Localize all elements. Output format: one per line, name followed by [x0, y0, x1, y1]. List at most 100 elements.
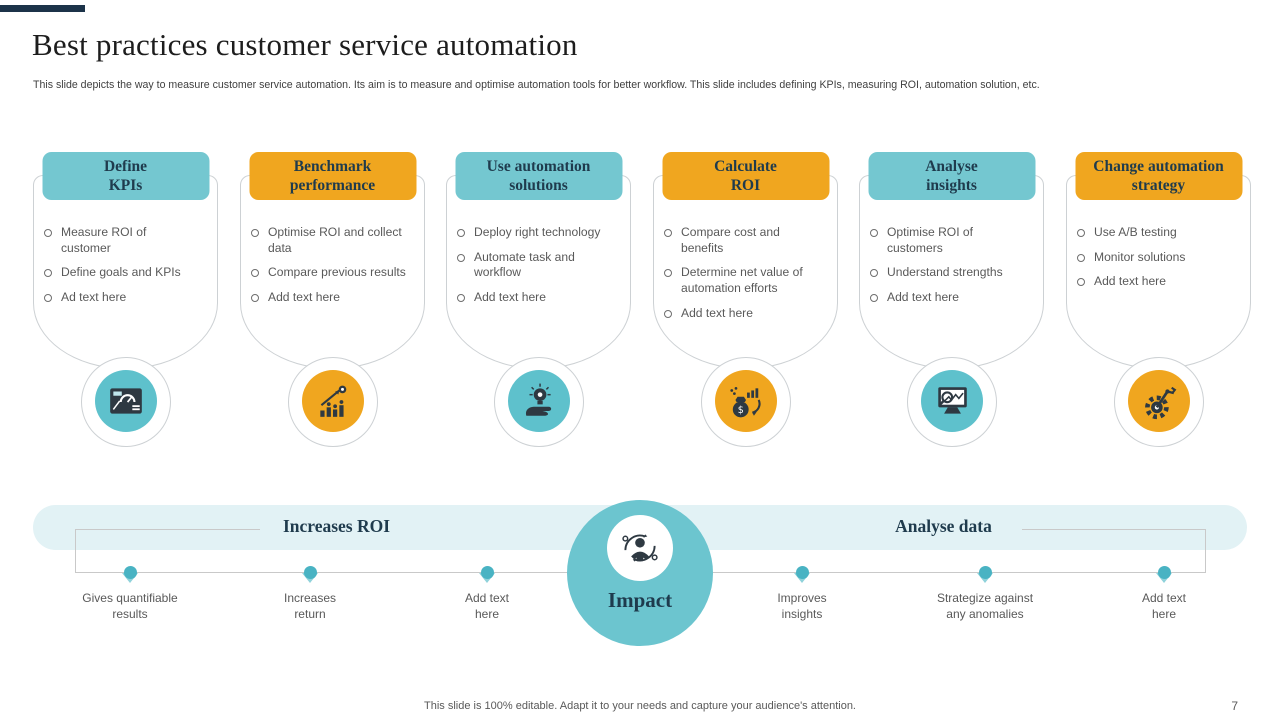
card-title: Analyse insights [868, 152, 1035, 200]
bracket-line-vertical-left [75, 529, 76, 573]
impact-circle: Impact [567, 500, 713, 646]
bullet-text: Define goals and KPIs [61, 265, 181, 280]
bullet-circle-icon [457, 229, 465, 237]
marker-label: Increases return [283, 591, 337, 621]
svg-text:$: $ [737, 405, 743, 416]
bullet-text: Add text here [474, 290, 546, 305]
bullet-item: Determine net value of automation effort… [664, 265, 819, 296]
idea-hand-icon [507, 370, 570, 432]
bullet-circle-icon [44, 229, 52, 237]
bullet-circle-icon [44, 294, 52, 303]
pin-dot-icon [1157, 566, 1171, 579]
bullet-item: Define goals and KPIs [44, 265, 199, 281]
bullet-circle-icon [1077, 253, 1085, 262]
bullet-item: Optimise ROI of customers [870, 225, 1025, 256]
bullet-item: Compare previous results [251, 265, 406, 281]
card-title: Calculate ROI [662, 152, 829, 200]
pin-dot-icon [480, 566, 494, 579]
bullet-item: Add text here [457, 290, 612, 306]
bullet-item: Deploy right technology [457, 225, 612, 241]
marker-label: Strategize against any anomalies [936, 591, 1034, 621]
bullet-text: Determine net value of automation effort… [681, 265, 803, 296]
bracket-line-top-right [1022, 529, 1205, 530]
bullet-circle-icon [664, 229, 672, 237]
bullet-text: Deploy right technology [474, 225, 601, 239]
bullet-item: Understand strengths [870, 265, 1025, 281]
bullet-item: Add text here [251, 290, 406, 306]
bullet-circle-icon [1077, 278, 1085, 287]
band-label-increases-roi: Increases ROI [282, 516, 391, 536]
dashboard-gauge-icon [94, 370, 157, 432]
bullet-circle-icon [870, 269, 878, 278]
bullet-item: Measure ROI of customer [44, 225, 199, 256]
bullet-circle-icon [457, 253, 465, 262]
pin-dot-icon [795, 566, 809, 579]
band-label-analyse-data: Analyse data [895, 516, 992, 536]
pin-dot-icon [303, 566, 317, 579]
monitor-analytics-icon [920, 370, 983, 432]
bullet-item: Automate task and workflow [457, 250, 612, 281]
practice-card: Analyse insights Optimise ROI of custome… [859, 152, 1044, 447]
card-title: Benchmark performance [249, 152, 416, 200]
bullet-circle-icon [1077, 229, 1085, 237]
marker-label: Improves insights [777, 591, 827, 621]
pin-dot-icon [978, 566, 992, 579]
growth-chart-icon [301, 370, 364, 432]
impact-label: Impact [607, 588, 673, 612]
bullet-circle-icon [251, 229, 259, 237]
bullet-text: Compare previous results [268, 265, 406, 280]
practice-card: Change automation strategy Use A/B testi… [1066, 152, 1251, 447]
bullet-circle-icon [870, 294, 878, 303]
bullet-circle-icon [251, 269, 259, 278]
practice-card: Use automation solutions Deploy right te… [446, 152, 631, 447]
bullet-text: Ad text here [61, 290, 127, 305]
bullet-circle-icon [870, 229, 878, 237]
bullet-text: Understand strengths [887, 265, 1003, 280]
customer-orbit-icon [607, 515, 673, 581]
bracket-line-vertical-right [1205, 529, 1206, 573]
bullet-text: Add text here [268, 290, 340, 305]
bullet-text: Automate task and workflow [474, 249, 575, 280]
bullet-text: Add text here [681, 305, 753, 320]
bullet-item: Use A/B testing [1077, 225, 1232, 241]
practice-card: Benchmark performance Optimise ROI and c… [240, 152, 425, 447]
bullet-circle-icon [664, 269, 672, 278]
bullet-text: Optimise ROI and collect data [268, 225, 402, 255]
page-subtitle: This slide depicts the way to measure cu… [33, 79, 1040, 91]
marker-label: Add text here [464, 591, 510, 621]
page-title: Best practices customer service automati… [32, 27, 578, 62]
bullet-circle-icon [457, 294, 465, 303]
bullet-circle-icon [44, 269, 52, 278]
bullet-text: Optimise ROI of customers [887, 225, 974, 255]
bullet-text: Monitor solutions [1094, 249, 1186, 264]
bullet-text: Use A/B testing [1094, 225, 1177, 239]
bullet-item: Add text here [870, 290, 1025, 306]
card-title: Change automation strategy [1075, 152, 1242, 200]
bullet-item: Monitor solutions [1077, 250, 1232, 266]
footer-note: This slide is 100% editable. Adapt it to… [424, 700, 856, 712]
bullet-text: Compare cost and benefits [681, 225, 780, 255]
bracket-line-top-left [75, 529, 260, 530]
marker-label: Add text here [1141, 591, 1187, 621]
page-number: 7 [1231, 699, 1238, 713]
bullet-item: Compare cost and benefits [664, 225, 819, 256]
bullet-text: Add text here [887, 290, 959, 305]
bullet-item: Add text here [1077, 274, 1232, 290]
marker-label: Gives quantifiable results [82, 591, 178, 621]
bullet-text: Measure ROI of customer [61, 225, 147, 255]
bullet-item: Optimise ROI and collect data [251, 225, 406, 256]
bullet-item: Add text here [664, 306, 819, 322]
bullet-item: Ad text here [44, 290, 199, 306]
bullet-circle-icon [664, 309, 672, 318]
card-title: Use automation solutions [455, 152, 622, 200]
pin-dot-icon [123, 566, 137, 579]
gear-automation-icon [1127, 370, 1190, 432]
